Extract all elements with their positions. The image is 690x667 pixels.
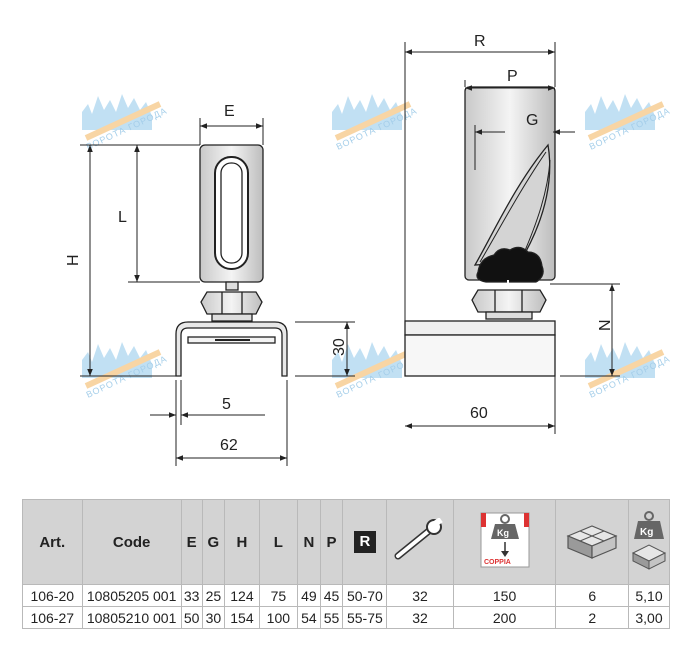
side-view — [404, 86, 556, 377]
load-capacity-icon: Kg COPPIA — [480, 512, 530, 568]
side-view-dimensions — [404, 42, 620, 434]
spec-table-header-row: Art. Code E G H L N P R — [22, 499, 670, 585]
watermark-logo: ВОРОТА ГОРОДА ВОРОТА ГОРОДА ВОРОТА ГОРОД… — [82, 94, 672, 400]
table-cell: 10805205 001 — [81, 584, 182, 607]
table-cell: 50 — [180, 606, 203, 629]
dim-label-h: H — [65, 254, 82, 266]
table-cell: 6 — [555, 584, 629, 607]
load-icon-kg-label: Kg — [497, 528, 509, 538]
dim-label-p: P — [507, 68, 518, 85]
dim-label-62: 62 — [220, 437, 238, 454]
weight-icon: Kg — [631, 511, 667, 570]
wrench-icon — [394, 517, 443, 560]
table-cell: 45 — [319, 584, 344, 607]
load-icon-coppia-label: COPPIA — [484, 559, 511, 566]
table-row: 106-27 10805210 001 50 30 154 100 54 55 … — [22, 606, 670, 629]
table-cell: 10805210 001 — [81, 606, 182, 629]
table-cell: 124 — [224, 584, 260, 607]
table-cell: 55 — [319, 606, 344, 629]
spec-table: Art. Code E G H L N P R — [22, 499, 670, 629]
table-cell: 55-75 — [342, 606, 388, 629]
r-badge: R — [353, 531, 376, 553]
table-cell: 33 — [180, 584, 203, 607]
dim-label-g: G — [526, 112, 538, 129]
table-cell: 200 — [452, 606, 557, 629]
col-header-p: P — [319, 499, 344, 585]
col-header-weight: Kg — [628, 499, 670, 585]
table-cell: 154 — [224, 606, 260, 629]
table-cell: 30 — [201, 606, 226, 629]
table-row: 106-20 10805205 001 33 25 124 75 49 45 5… — [22, 584, 670, 607]
col-header-n: N — [297, 499, 321, 585]
technical-drawing: ВОРОТА ГОРОДА ВОРОТА ГОРОДА ВОРОТА ГОРОД… — [65, 33, 672, 466]
dim-label-r: R — [474, 33, 486, 50]
table-cell: 25 — [201, 584, 226, 607]
table-cell: 106-20 — [22, 584, 83, 607]
table-cell: 49 — [297, 584, 321, 607]
table-cell: 150 — [452, 584, 557, 607]
table-cell: 3,00 — [628, 606, 670, 629]
weight-icon-kg-label: Kg — [640, 527, 653, 538]
table-cell: 100 — [258, 606, 299, 629]
dim-label-5: 5 — [222, 396, 231, 413]
table-cell: 32 — [386, 584, 454, 607]
col-header-code: Code — [81, 499, 182, 585]
col-header-load: Kg COPPIA — [452, 499, 557, 585]
dim-label-60: 60 — [470, 405, 488, 422]
table-cell: 75 — [258, 584, 299, 607]
table-cell: 106-27 — [22, 606, 83, 629]
table-cell: 50-70 — [342, 584, 388, 607]
table-cell: 32 — [386, 606, 454, 629]
col-header-pack — [555, 499, 629, 585]
col-header-g: G — [201, 499, 226, 585]
dim-label-30: 30 — [331, 338, 348, 356]
front-view-dimensions — [80, 118, 355, 466]
dim-label-l: L — [118, 209, 127, 226]
table-cell: 5,10 — [628, 584, 670, 607]
dim-label-e: E — [224, 103, 235, 120]
col-header-l: L — [258, 499, 299, 585]
col-header-e: E — [180, 499, 203, 585]
dim-label-n: N — [597, 319, 614, 331]
table-cell: 54 — [297, 606, 321, 629]
col-header-h: H — [224, 499, 260, 585]
col-header-wrench — [386, 499, 454, 585]
package-quantity-icon — [566, 525, 618, 559]
col-header-art: Art. — [22, 499, 83, 585]
front-view — [175, 144, 288, 377]
col-header-r: R — [342, 499, 388, 585]
table-cell: 2 — [555, 606, 629, 629]
